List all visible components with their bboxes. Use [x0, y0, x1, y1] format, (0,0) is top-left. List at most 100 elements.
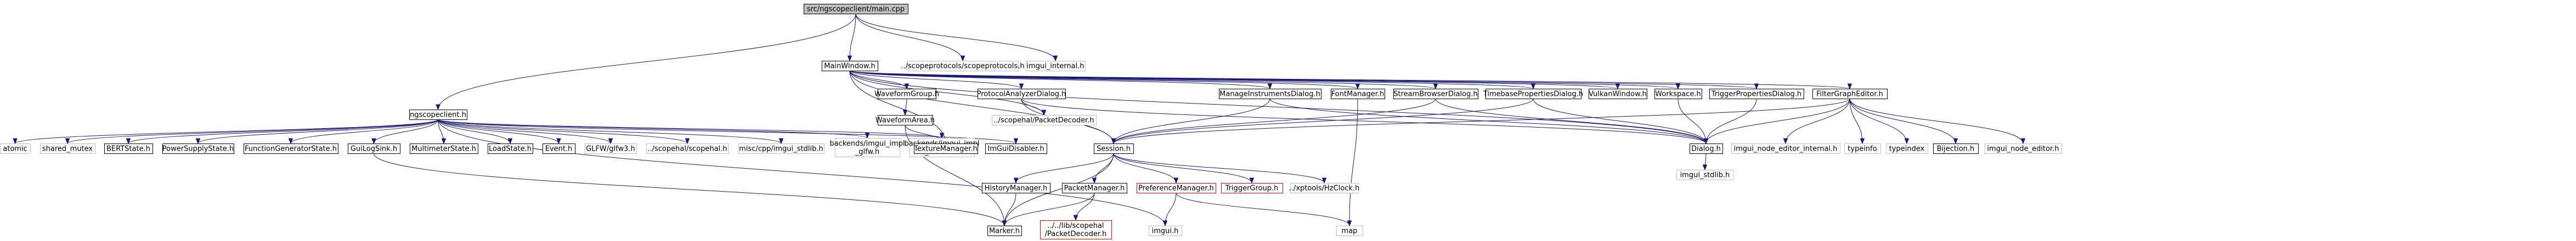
- edge-arrowhead: [1002, 220, 1007, 227]
- include-edge: [1002, 192, 1095, 227]
- node-box: [40, 144, 95, 154]
- edge-line: [1677, 98, 1707, 144]
- node-triggerprops[interactable]: TriggerPropertiesDialog.h: [1709, 89, 1804, 99]
- node-box: [878, 89, 936, 99]
- node-box: [543, 144, 575, 154]
- node-box: [409, 110, 467, 120]
- edge-arrowhead: [1173, 177, 1179, 184]
- node-filtergrapheditor[interactable]: FilterGraphEditor.h: [1812, 89, 1888, 99]
- edge-line: [1176, 192, 1350, 226]
- edge-line: [1849, 98, 1907, 144]
- include-edge: [1021, 98, 1047, 116]
- node-vulkanwindow[interactable]: VulkanWindow.h: [1589, 89, 1647, 99]
- node-texturemanager[interactable]: TextureManager.h: [913, 144, 978, 154]
- node-box: [1221, 183, 1283, 193]
- node-label: typeinfo: [1848, 145, 1877, 153]
- node-label: ngscopeclient.h: [410, 111, 466, 119]
- edge-arrowhead: [126, 138, 131, 145]
- node-fontmanager[interactable]: FontManager.h: [1331, 89, 1385, 99]
- node-waveformgroup[interactable]: WaveformGroup.h: [874, 89, 939, 99]
- node-bijection[interactable]: Bijection.h: [1933, 144, 1979, 154]
- node-glfw: GLFW/glfw3.h: [585, 144, 637, 154]
- node-protocolanalyzer[interactable]: ProtocolAnalyzerDialog.h: [977, 89, 1066, 99]
- include-edge: [438, 119, 561, 145]
- edge-line: [849, 70, 1757, 89]
- node-marker[interactable]: Marker.h: [987, 226, 1022, 236]
- edge-arrowhead: [902, 110, 908, 116]
- node-bertstate[interactable]: BERTState.h: [104, 144, 153, 154]
- node-dialog[interactable]: Dialog.h: [1690, 144, 1723, 154]
- node-ngscopeclient[interactable]: ngscopeclient.h: [409, 110, 467, 120]
- node-psustate[interactable]: PowerSupplyState.h: [162, 144, 234, 154]
- node-imgui-stdlib: imgui_stdlib.h: [1676, 170, 1734, 180]
- edge-line: [438, 119, 782, 144]
- edge-line: [855, 13, 1056, 61]
- include-edge: [65, 119, 438, 145]
- node-box: [1336, 226, 1363, 236]
- node-packetmanager[interactable]: PacketManager.h: [1062, 183, 1127, 193]
- edge-arrowhead: [939, 133, 945, 139]
- edge-line: [1113, 98, 1436, 144]
- edge-line: [438, 119, 611, 144]
- edge-line: [849, 70, 1850, 89]
- include-edge: [1176, 192, 1352, 227]
- edge-arrowhead: [507, 138, 513, 145]
- node-box: [646, 144, 729, 154]
- node-timebaseprops[interactable]: TimebasePropertiesDialog.h: [1483, 89, 1583, 99]
- node-imgui-node-editor-internal: imgui_node_editor_internal.h: [1731, 144, 1840, 154]
- node-box: [162, 144, 234, 154]
- edge-arrowhead: [1847, 83, 1852, 90]
- include-edge: [1111, 98, 1534, 145]
- include-edge: [13, 119, 438, 145]
- edge-line: [438, 119, 1166, 226]
- node-box: [982, 183, 1050, 193]
- edge-line: [438, 119, 1016, 144]
- node-workspace[interactable]: Workspace.h: [1654, 89, 1702, 99]
- edge-arrowhead: [865, 133, 870, 139]
- node-preferencemanager: PreferenceManager.h: [1137, 183, 1216, 193]
- node-packetdecoder-ext: ../scopehal/PacketDecoder.h: [992, 115, 1097, 125]
- node-streambrowser[interactable]: StreamBrowserDialog.h: [1393, 89, 1478, 99]
- node-mainwindow[interactable]: MainWindow.h: [822, 61, 878, 71]
- edge-arrowhead: [778, 138, 784, 145]
- node-typeindex: typeindex: [1886, 144, 1928, 154]
- node-atomic: atomic: [0, 144, 31, 154]
- node-box: [914, 144, 978, 154]
- node-label: imgui_node_editor.h: [1987, 145, 2059, 153]
- node-box: [1331, 89, 1385, 99]
- node-scopeprotocols: ../scopeprotocols/scopeprotocols.h: [901, 61, 1025, 71]
- node-label: backends/imgui_impl: [829, 140, 905, 148]
- node-fgstate[interactable]: FunctionGeneratorState.h: [244, 144, 338, 154]
- node-label: StreamBrowserDialog.h: [1393, 90, 1478, 99]
- include-edge: [438, 119, 870, 139]
- include-edge: [1849, 98, 2026, 145]
- node-label: HistoryManager.h: [985, 185, 1047, 193]
- include-edge: [438, 119, 945, 139]
- edge-arrowhead: [288, 138, 293, 145]
- node-label: _glfw.h: [855, 148, 880, 156]
- node-label: ImGuiDisabler.h: [987, 145, 1044, 153]
- node-label: Event.h: [545, 145, 573, 153]
- node-event[interactable]: Event.h: [543, 144, 575, 154]
- edge-arrowhead: [13, 138, 18, 145]
- node-label: src/ngscopeclient/main.cpp: [807, 5, 905, 14]
- node-hzclock: ../xptools/HzClock.h: [1289, 183, 1359, 193]
- node-box: [992, 115, 1097, 125]
- node-session[interactable]: Session.h: [1094, 144, 1134, 154]
- node-box: [410, 144, 478, 154]
- node-label: /PacketDecoder.h: [1045, 230, 1107, 238]
- node-waveformarea[interactable]: WaveformArea.h: [875, 115, 935, 125]
- node-historymanager[interactable]: HistoryManager.h: [982, 183, 1050, 193]
- node-loadstate[interactable]: LoadState.h: [488, 144, 533, 154]
- node-imguidisabler[interactable]: ImGuiDisabler.h: [985, 144, 1047, 154]
- node-guilogsink[interactable]: GuiLogSink.h: [348, 144, 400, 154]
- node-label: imgui_node_editor_internal.h: [1734, 145, 1838, 153]
- node-mmstate[interactable]: MultimeterState.h: [410, 144, 478, 154]
- include-edge: [1347, 98, 1358, 227]
- edge-line: [1533, 98, 1707, 144]
- edge-line: [1113, 98, 1534, 144]
- node-manageinstruments[interactable]: ManageInstrumentsDialog.h: [1219, 89, 1321, 99]
- edge-line: [128, 119, 438, 144]
- edge-arrowhead: [1754, 83, 1759, 90]
